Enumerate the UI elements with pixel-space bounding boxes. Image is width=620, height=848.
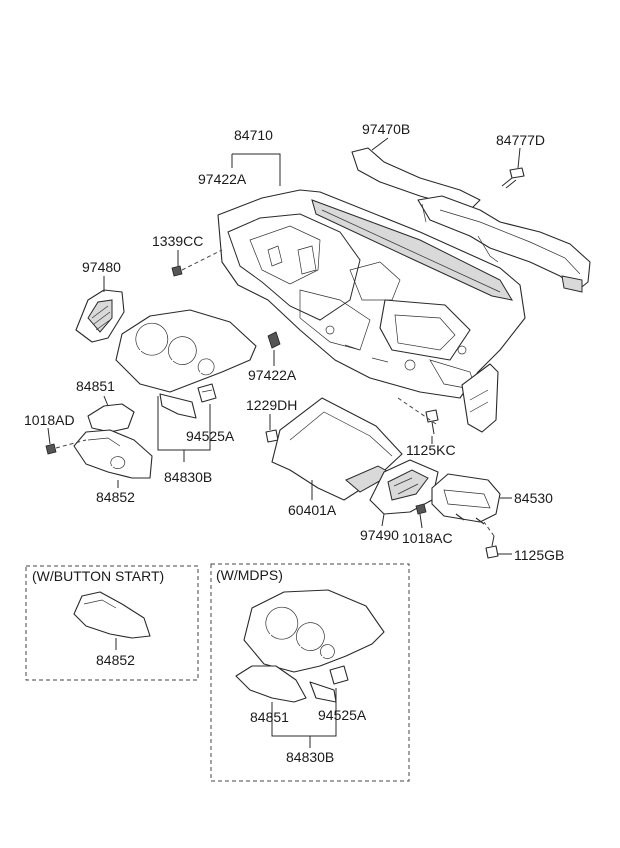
- airbag-module-84530: [431, 473, 501, 525]
- callout-84852: 84852: [96, 489, 135, 505]
- callout-84530: 84530: [514, 490, 553, 506]
- callout-94525a: 94525A: [186, 428, 235, 444]
- column-shroud-lower: [73, 429, 153, 479]
- mdps-box: [210, 563, 410, 782]
- mdps-box-title: (W/MDPS): [216, 567, 283, 583]
- callout-60401a: 60401A: [288, 502, 337, 518]
- center-air-duct: [351, 147, 591, 293]
- callout-1339cc: 1339CC: [152, 233, 204, 249]
- button-start-box: [25, 565, 199, 681]
- callout-97480: 97480: [82, 259, 121, 275]
- callout-84851: 84851: [76, 378, 115, 394]
- switch-94525a: [197, 383, 217, 403]
- bolt-1125kc: [425, 409, 439, 435]
- mdps-callout-94525a: 94525A: [318, 707, 367, 723]
- crash-pad-assembly: [217, 189, 526, 433]
- callout-84777d: 84777D: [496, 132, 546, 148]
- side-vent-97480: [75, 289, 125, 343]
- clip-97422a-mid: [267, 331, 281, 349]
- callout-84830b: 84830B: [164, 469, 213, 485]
- callout-1018ac: 1018AC: [402, 530, 453, 546]
- callout-97470b: 97470B: [362, 121, 411, 137]
- mdps-callout-84830b: 84830B: [286, 749, 335, 765]
- bolt-1125gb: [485, 535, 499, 559]
- cluster-fascia-84830b: [115, 309, 257, 419]
- callout-97490: 97490: [360, 527, 399, 543]
- column-shroud-upper: [87, 403, 135, 433]
- callout-1125gb: 1125GB: [514, 547, 565, 563]
- callout-1229dh: 1229DH: [246, 397, 298, 413]
- screw-84777d: [501, 167, 525, 189]
- callout-1125kc: 1125KC: [406, 442, 456, 458]
- callout-97422a-top: 97422A: [198, 171, 247, 187]
- leader-lines: [47, 137, 521, 555]
- screw-1018ad: [45, 443, 57, 455]
- button-start-callout-84852: 84852: [96, 652, 135, 668]
- screw-1018ac: [415, 503, 427, 515]
- clip-1339cc: [171, 265, 183, 277]
- button-start-box-title: (W/BUTTON START): [32, 568, 165, 584]
- mdps-callout-84851: 84851: [250, 709, 289, 725]
- callout-1018ad: 1018AD: [24, 412, 75, 428]
- callout-97422a-mid: 97422A: [248, 367, 297, 383]
- callout-84710: 84710: [234, 127, 273, 143]
